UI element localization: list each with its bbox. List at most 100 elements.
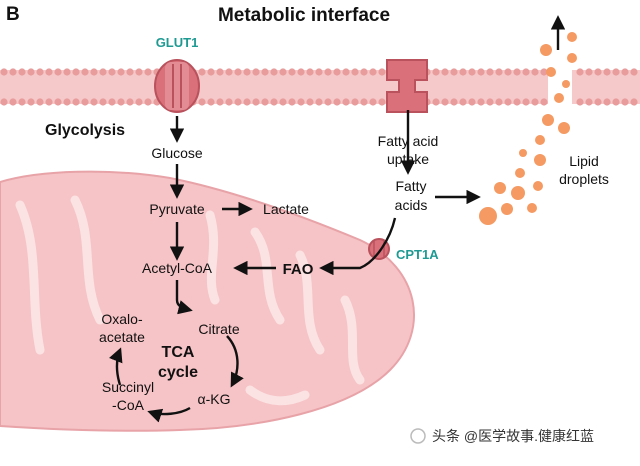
- membrane-lipid-head: [540, 68, 548, 76]
- membrane-lipid-head: [9, 98, 17, 106]
- panel-letter: B: [6, 4, 20, 25]
- lipid-droplet: [540, 44, 552, 56]
- cell-membrane: [0, 68, 640, 106]
- diagram-title: Metabolic interface: [218, 5, 390, 26]
- membrane-lipid-head: [63, 68, 71, 76]
- glut1-label: GLUT1: [156, 35, 199, 50]
- membrane-lipid-head: [621, 98, 629, 106]
- membrane-lipid-head: [630, 98, 638, 106]
- membrane-lipid-head: [288, 68, 296, 76]
- arrow-fatty-acids-to-fao: [319, 217, 397, 276]
- membrane-lipid-head: [486, 68, 494, 76]
- membrane-lipid-head: [441, 98, 449, 106]
- membrane-lipid-head: [117, 68, 125, 76]
- lipid-droplet: [562, 80, 570, 88]
- membrane-lipid-head: [621, 68, 629, 76]
- membrane-lipid-head: [27, 68, 35, 76]
- membrane-lipid-head: [468, 98, 476, 106]
- membrane-lipid-head: [45, 68, 53, 76]
- membrane-lipid-head: [126, 98, 134, 106]
- membrane-lipid-head: [243, 68, 251, 76]
- membrane-lipid-head: [261, 68, 269, 76]
- tca-label-line1: TCA: [162, 344, 195, 361]
- membrane-lipid-head: [297, 68, 305, 76]
- membrane-lipid-head: [333, 98, 341, 106]
- watermark-text: 头条 @医学故事.健康红蓝: [432, 428, 594, 444]
- membrane-lipid-head: [99, 68, 107, 76]
- lipid-droplets: [479, 32, 577, 225]
- membrane-lipid-head: [90, 68, 98, 76]
- membrane-lipid-head: [144, 98, 152, 106]
- membrane-lipid-head: [531, 98, 539, 106]
- lipid-droplet: [567, 32, 577, 42]
- glut1-transporter: [154, 59, 200, 113]
- glycolysis-label: Glycolysis: [45, 122, 125, 139]
- membrane-lipid-head: [18, 68, 26, 76]
- membrane-lipid-head: [108, 68, 116, 76]
- membrane-lipid-head: [243, 98, 251, 106]
- membrane-lipid-head: [540, 98, 548, 106]
- membrane-lipid-head: [495, 68, 503, 76]
- membrane-lipid-head: [63, 98, 71, 106]
- lipid-droplet: [542, 114, 554, 126]
- membrane-lipid-head: [576, 98, 584, 106]
- membrane-lipid-head: [324, 68, 332, 76]
- membrane-lipid-head: [54, 98, 62, 106]
- membrane-lipid-head: [513, 68, 521, 76]
- membrane-lipid-head: [441, 68, 449, 76]
- membrane-lipid-head: [216, 68, 224, 76]
- lactate-label: Lactate: [263, 201, 309, 217]
- lipid-droplet: [554, 93, 564, 103]
- membrane-lipid-head: [585, 98, 593, 106]
- membrane-lipid-head: [279, 68, 287, 76]
- membrane-lipid-head: [0, 68, 8, 76]
- lipid-droplet: [558, 122, 570, 134]
- membrane-lipid-head: [198, 68, 206, 76]
- succinyl-coa-label-line2: -CoA: [112, 397, 145, 413]
- membrane-lipid-head: [270, 68, 278, 76]
- membrane-lipid-head: [603, 98, 611, 106]
- membrane-lipid-head: [90, 98, 98, 106]
- membrane-lipid-head: [378, 68, 386, 76]
- membrane-lipid-head: [270, 98, 278, 106]
- membrane-lipid-head: [81, 98, 89, 106]
- watermark: 头条 @医学故事.健康红蓝: [410, 428, 594, 444]
- lipid-droplet: [535, 135, 545, 145]
- pyruvate-label: Pyruvate: [149, 201, 204, 217]
- membrane-lipid-head: [135, 98, 143, 106]
- membrane-lipid-head: [360, 68, 368, 76]
- acetyl-coa-label: Acetyl-CoA: [142, 260, 213, 276]
- membrane-lipid-head: [342, 68, 350, 76]
- membrane-lipid-head: [297, 98, 305, 106]
- membrane-lipid-head: [576, 68, 584, 76]
- membrane-lipid-head: [99, 98, 107, 106]
- membrane-lipid-head: [72, 98, 80, 106]
- fatty-acids-label-line2: acids: [395, 197, 428, 213]
- membrane-lipid-head: [18, 98, 26, 106]
- lipid-droplet: [527, 203, 537, 213]
- fatty-acid-uptake-label-line2: uptake: [387, 151, 429, 167]
- lipid-droplet: [511, 186, 525, 200]
- membrane-lipid-head: [630, 68, 638, 76]
- membrane-lipid-head: [369, 98, 377, 106]
- membrane-lipid-head: [459, 68, 467, 76]
- membrane-lipid-head: [306, 68, 314, 76]
- tca-label-line2: cycle: [158, 364, 198, 381]
- arrow-acetylcoa-to-citrate: [175, 280, 193, 315]
- membrane-lipid-head: [108, 98, 116, 106]
- fao-label: FAO: [283, 261, 314, 278]
- citrate-label: Citrate: [198, 321, 239, 337]
- membrane-lipid-head: [495, 98, 503, 106]
- membrane-lipid-head: [594, 98, 602, 106]
- membrane-lipid-head: [513, 98, 521, 106]
- lipid-droplet: [494, 182, 506, 194]
- membrane-lipid-head: [612, 98, 620, 106]
- membrane-lipid-head: [225, 98, 233, 106]
- membrane-lipid-head: [351, 68, 359, 76]
- membrane-lipid-head: [0, 98, 8, 106]
- membrane-lipid-head: [522, 68, 530, 76]
- membrane-lipid-head: [126, 68, 134, 76]
- lipid-droplet: [501, 203, 513, 215]
- cpt1a-label: CPT1A: [396, 247, 439, 262]
- lipid-droplet: [567, 53, 577, 63]
